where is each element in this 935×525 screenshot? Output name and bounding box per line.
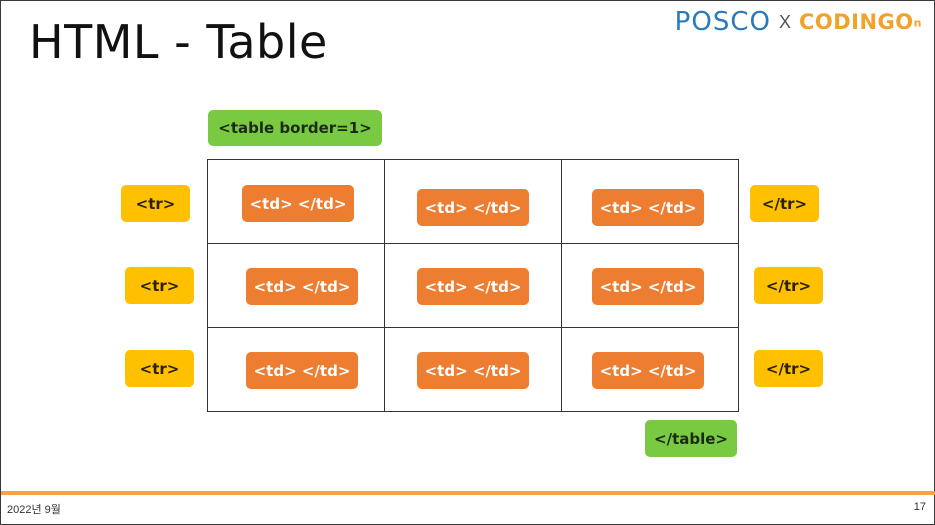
codingon-logo-main: CODINGO <box>798 10 914 34</box>
footer-accent-bar <box>1 491 935 495</box>
td-tag: <td> </td> <box>592 268 704 305</box>
table-open-tag: <table border=1> <box>208 110 382 146</box>
posco-logo: POSCO <box>674 7 771 37</box>
codingon-logo-suffix: n <box>913 16 922 30</box>
td-tag: <td> </td> <box>592 352 704 389</box>
footer-date: 2022년 9월 <box>7 504 61 516</box>
td-tag: <td> </td> <box>417 268 529 305</box>
td-tag: <td> </td> <box>417 352 529 389</box>
slide-title: HTML - Table <box>29 15 328 69</box>
tr-open-tag: <tr> <box>125 350 194 387</box>
page-number: 17 <box>913 501 926 513</box>
tr-close-tag: </tr> <box>754 350 823 387</box>
tr-close-tag: </tr> <box>754 267 823 304</box>
td-tag: <td> </td> <box>592 189 704 226</box>
td-tag: <td> </td> <box>246 352 358 389</box>
logo: POSCO X CODINGOn <box>675 7 922 37</box>
codingon-logo: CODINGOn <box>799 10 922 34</box>
td-tag: <td> </td> <box>246 268 358 305</box>
tr-open-tag: <tr> <box>125 267 194 304</box>
td-tag: <td> </td> <box>242 185 354 222</box>
td-tag: <td> </td> <box>417 189 529 226</box>
tr-open-tag: <tr> <box>121 185 190 222</box>
logo-separator: X <box>778 11 791 32</box>
table-close-tag: </table> <box>645 420 737 457</box>
tr-close-tag: </tr> <box>750 185 819 222</box>
